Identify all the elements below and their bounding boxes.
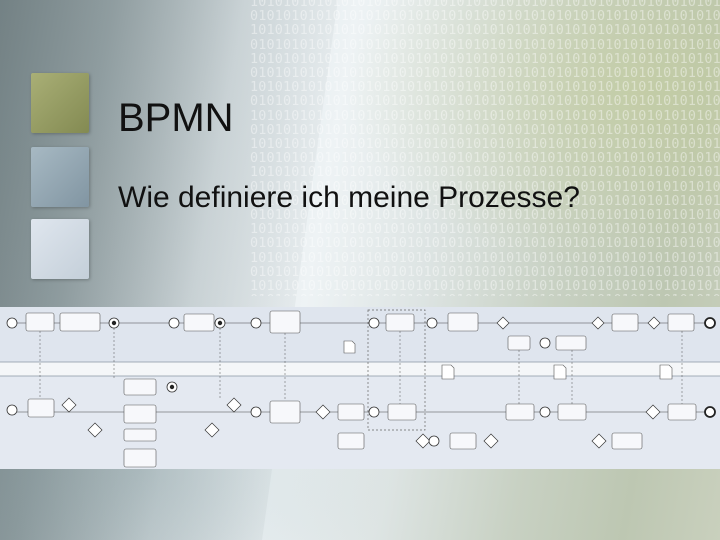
- message-band: [0, 362, 720, 376]
- task-box: [59, 312, 101, 332]
- bpmn-diagram: [0, 307, 720, 469]
- gateway: [647, 316, 661, 330]
- timer-event: [426, 317, 438, 329]
- decor-square-green: [31, 73, 89, 133]
- end-event: [704, 317, 716, 329]
- task-box: [385, 313, 415, 332]
- gateway: [226, 397, 242, 413]
- start-event: [6, 404, 18, 416]
- task-box: [667, 403, 697, 421]
- gateway: [61, 397, 77, 413]
- end-event: [704, 406, 716, 418]
- timer-event: [168, 317, 180, 329]
- timer-event: [428, 435, 440, 447]
- slide-title: BPMN: [118, 96, 234, 140]
- task-box: [269, 400, 301, 424]
- message-icon: [217, 320, 223, 326]
- task-box: [123, 404, 157, 424]
- task-box: [337, 403, 365, 421]
- bottom-lane: [0, 376, 720, 469]
- task-box: [611, 432, 643, 450]
- timer-event: [539, 337, 551, 349]
- task-box: [25, 312, 55, 332]
- gateway: [645, 404, 661, 420]
- task-box: [611, 313, 639, 332]
- task-box: [123, 378, 157, 396]
- gateway: [483, 433, 499, 449]
- top-lane: [0, 307, 720, 362]
- timer-event: [539, 406, 551, 418]
- task-box: [183, 313, 215, 332]
- task-box: [269, 310, 301, 334]
- task-box: [555, 335, 587, 351]
- timer-event: [368, 406, 380, 418]
- slide-subtitle: Wie definiere ich meine Prozesse?: [118, 181, 580, 214]
- document-icon: [441, 364, 455, 380]
- decor-square-light: [31, 219, 89, 279]
- document-icon: [343, 340, 356, 354]
- gateway: [315, 404, 331, 420]
- group-box: [367, 309, 426, 431]
- task-box: [447, 312, 479, 332]
- gateway: [591, 316, 605, 330]
- task-box: [123, 448, 157, 468]
- task-box: [337, 432, 365, 450]
- task-box: [123, 428, 157, 442]
- decor-square-blue: [31, 147, 89, 207]
- timer-event: [368, 317, 380, 329]
- timer-event: [250, 406, 262, 418]
- task-box: [557, 403, 587, 421]
- task-box: [667, 313, 695, 332]
- start-event: [6, 317, 18, 329]
- gateway: [591, 433, 607, 449]
- gateway: [87, 422, 103, 438]
- binary-pattern-decoration: 1010101010101010101010101010101010101010…: [250, 0, 720, 296]
- gateway: [204, 422, 220, 438]
- document-icon: [553, 364, 567, 380]
- message-icon: [111, 320, 117, 326]
- document-icon: [659, 364, 673, 380]
- task-box: [505, 403, 535, 421]
- gateway: [496, 316, 510, 330]
- message-icon: [169, 384, 175, 390]
- task-box: [27, 398, 55, 418]
- task-box: [387, 403, 417, 421]
- timer-event: [250, 317, 262, 329]
- task-box: [507, 335, 531, 351]
- task-box: [449, 432, 477, 450]
